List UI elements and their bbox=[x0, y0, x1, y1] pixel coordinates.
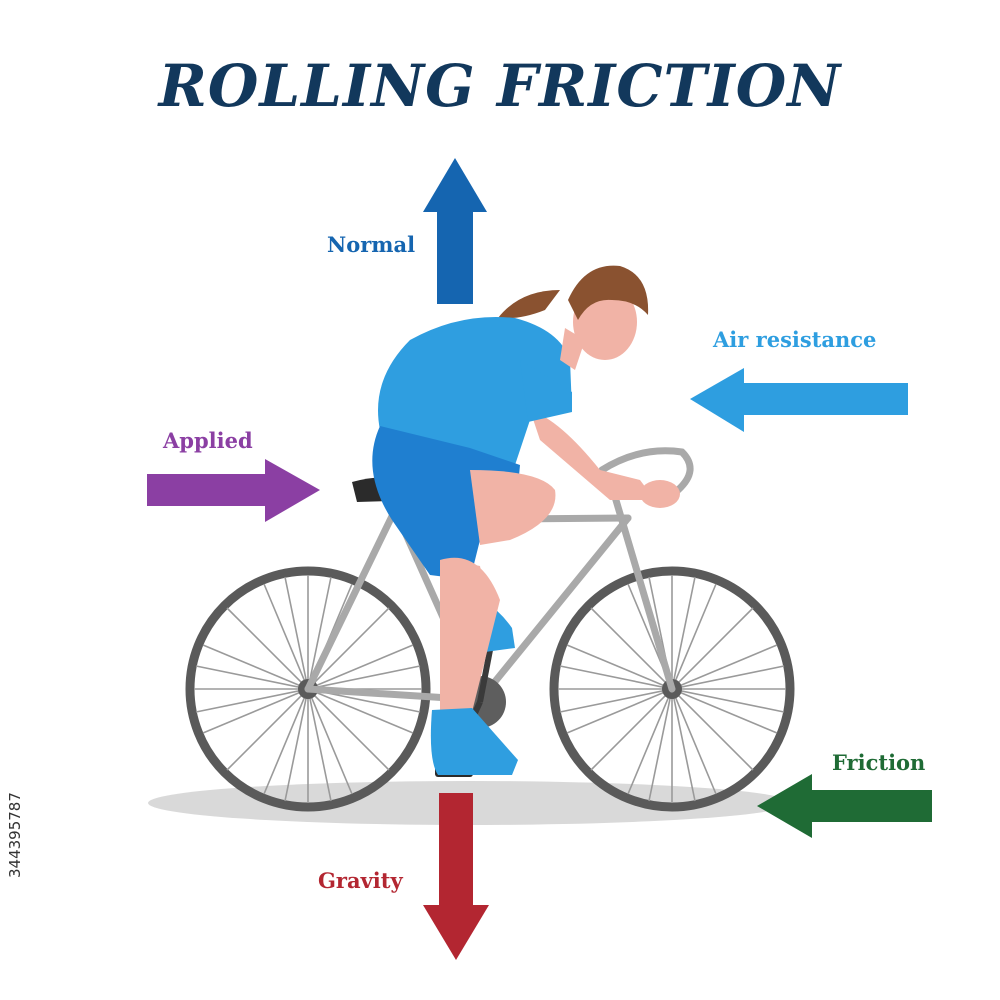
gravity-label: Gravity bbox=[318, 868, 403, 893]
cyclist bbox=[372, 265, 680, 775]
normal-arrow bbox=[423, 158, 487, 304]
air-resistance-arrow bbox=[690, 368, 908, 432]
applied-arrow bbox=[147, 459, 320, 522]
gravity-arrow bbox=[423, 793, 489, 960]
normal-label: Normal bbox=[327, 232, 416, 257]
air-resistance-label: Air resistance bbox=[713, 327, 877, 352]
friction-arrow bbox=[757, 774, 932, 838]
diagram-title: ROLLING FRICTION bbox=[158, 52, 842, 120]
applied-label: Applied bbox=[163, 428, 253, 453]
friction-label: Friction bbox=[832, 750, 926, 775]
stock-id: 344395787 bbox=[6, 792, 24, 878]
